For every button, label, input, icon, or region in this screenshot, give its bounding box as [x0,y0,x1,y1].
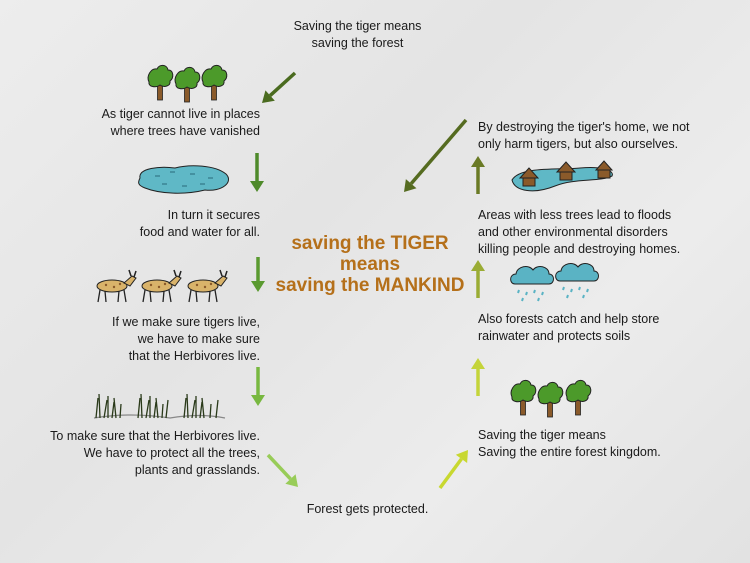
text-line: saving the forest [311,36,404,50]
text-line: plants and grasslands. [134,463,260,477]
deer-icon [96,269,228,303]
left-text-2: In turn it secures food and water for al… [40,207,260,241]
arrow-icon [438,450,468,490]
text-line: food and water for all. [139,225,260,239]
left-text-1: As tiger cannot live in places where tre… [40,106,260,140]
text-line: where trees have vanished [110,124,260,138]
arrow-icon [251,257,265,292]
arrow-icon [471,260,485,298]
text-line: To make sure that the Herbivores live. [50,429,260,443]
text-line: only harm tigers, but also ourselves. [478,137,679,151]
arrow-icon [251,367,265,406]
right-text-1: By destroying the tiger's home, we not o… [478,119,690,153]
top-text: Saving the tiger means saving the forest [280,18,435,52]
left-text-4: To make sure that the Herbivores live. W… [10,428,260,479]
bottom-text: Forest gets protected. [290,501,445,518]
right-text-3: Also forests catch and help store rainwa… [478,311,659,345]
lake-icon [138,165,229,194]
right-text-4: Saving the tiger means Saving the entire… [478,427,661,461]
text-line: and other environmental disorders [478,225,668,239]
trees-icon [147,64,228,103]
text-line: Also forests catch and help store [478,312,660,326]
arrow-icon [250,153,264,192]
text-line: that the Herbivores live. [128,349,260,363]
arrow-icon [266,453,298,487]
rain-clouds-icon [509,262,600,302]
text-line: We have to protect all the trees, [83,446,260,460]
text-line: If we make sure tigers live, [112,315,260,329]
arrow-icon [404,118,468,192]
flooded-houses-icon [511,160,614,192]
text-line: In turn it secures [167,208,260,222]
title-line: saving the MANKIND [275,275,465,296]
right-text-2: Areas with less trees lead to floods and… [478,207,680,258]
arrow-icon [471,156,485,194]
arrow-icon [262,71,297,103]
left-text-3: If we make sure tigers live, we have to … [40,314,260,365]
text-line: Saving the tiger means [478,428,606,442]
arrow-icon [471,358,485,396]
title-line: saving the TIGER [291,233,449,254]
text-line: killing people and destroying homes. [478,242,681,256]
text-line: Saving the tiger means [293,19,422,33]
text-line: Saving the entire forest kingdom. [478,445,661,459]
text-line: Forest gets protected. [306,502,429,516]
title-line: means [339,254,401,275]
grass-icon [93,393,226,419]
text-line: rainwater and protects soils [478,329,631,343]
text-line: By destroying the tiger's home, we not [478,120,690,134]
trees-icon [510,379,592,418]
text-line: Areas with less trees lead to floods [478,208,672,222]
text-line: As tiger cannot live in places [101,107,260,121]
center-title: saving the TIGER means saving the MANKIN… [265,233,475,296]
text-line: we have to make sure [137,332,260,346]
